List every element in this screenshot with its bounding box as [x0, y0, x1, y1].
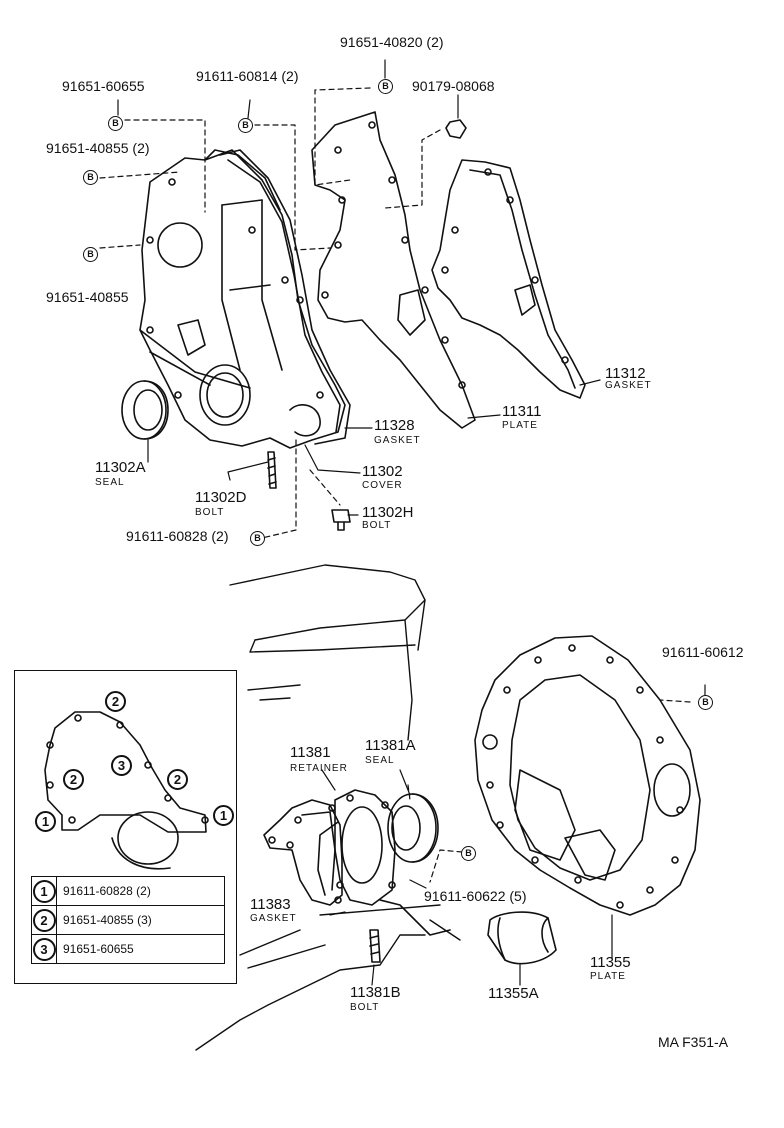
retainer-gasket [263, 799, 343, 906]
label-11381b: 11381B [350, 984, 401, 1001]
label-11311: 11311 [502, 403, 542, 420]
label-11311-name: PLATE [502, 420, 538, 431]
label-11381a: 11381A [365, 737, 416, 754]
legend-key: 2 [32, 908, 56, 932]
label-11302a: 11302A [95, 459, 146, 476]
label-91651-40855-2: 91651-40855 (2) [46, 140, 150, 156]
timing-cover [139, 149, 346, 449]
label-91611-60622: 91611-60622 (5) [424, 888, 527, 904]
bolt-symbol-icon: B [108, 116, 123, 131]
legend-part: 91611-60828 (2) [56, 876, 225, 906]
bolt-symbol-icon: B [238, 118, 253, 133]
label-91611-60814: 91611-60814 (2) [196, 68, 299, 84]
lower-guide-lines [407, 699, 691, 883]
cover-gasket [219, 149, 351, 445]
legend-row: 1 91611-60828 (2) [31, 876, 225, 906]
oil-seal [121, 380, 169, 440]
rear-end-plate [474, 635, 701, 916]
legend-key: 3 [32, 937, 56, 961]
label-11302h-name: BOLT [362, 520, 392, 531]
marker-2: 2 [105, 691, 126, 712]
bolt-11302h [331, 509, 351, 531]
figure-code: MA F351-A [658, 1034, 729, 1050]
legend-table: 1 91611-60828 (2) 2 91651-40855 (3) 3 91… [31, 876, 225, 964]
label-11383-name: GASKET [250, 913, 297, 924]
label-11302d: 11302D [195, 489, 247, 506]
label-91611-60828: 91611-60828 (2) [126, 528, 229, 544]
legend-key: 1 [32, 879, 56, 903]
bolt-symbol-icon: B [250, 531, 265, 546]
legend-row: 2 91651-40855 (3) [31, 905, 225, 935]
legend-part: 91651-40855 (3) [56, 905, 225, 935]
label-91651-40855: 91651-40855 [46, 289, 129, 305]
label-11355a: 11355A [488, 985, 539, 1002]
label-11312-name: GASKET [605, 380, 652, 391]
plate-gasket [431, 159, 586, 399]
upper-leader-lines [117, 59, 601, 516]
label-11383: 11383 [250, 896, 291, 913]
label-11355: 11355 [590, 954, 631, 971]
label-11302h: 11302H [362, 504, 414, 521]
bolt-11381b [369, 929, 381, 963]
label-11381b-name: BOLT [350, 1002, 380, 1013]
label-11328-name: GASKET [374, 435, 421, 446]
label-11302a-name: SEAL [95, 477, 125, 488]
label-11302-name: COVER [362, 480, 403, 491]
label-11381-name: RETAINER [290, 763, 348, 774]
label-11312: 11312 [605, 365, 646, 382]
label-11381a-name: SEAL [365, 755, 395, 766]
label-11302d-name: BOLT [195, 507, 225, 518]
upper-guide-lines [99, 87, 441, 539]
marker-3: 3 [111, 755, 132, 776]
bolt-symbol-icon: B [83, 247, 98, 262]
legend-cover-sketch [44, 711, 209, 870]
bolt-symbol-icon: B [698, 695, 713, 710]
label-11355-name: PLATE [590, 971, 626, 982]
label-11381: 11381 [290, 744, 331, 761]
label-91611-60612: 91611-60612 [662, 644, 744, 660]
cover-11355a [487, 911, 557, 965]
label-90179-08068: 90179-08068 [412, 78, 495, 94]
label-11302: 11302 [362, 463, 403, 480]
rear-seal-retainer [317, 789, 451, 936]
bolt-symbol-icon: B [378, 79, 393, 94]
lower-leader-lines [321, 684, 706, 986]
bolt-legend: 2 3 2 2 1 1 1 91611-60828 (2) 2 91651-40… [14, 670, 237, 984]
legend-part: 91651-60655 [56, 934, 225, 964]
nut-90179 [445, 119, 467, 139]
marker-1: 1 [213, 805, 234, 826]
front-plate [311, 111, 476, 429]
marker-1: 1 [35, 811, 56, 832]
label-91651-40820: 91651-40820 (2) [340, 34, 444, 50]
label-11328: 11328 [374, 417, 415, 434]
legend-row: 3 91651-60655 [31, 934, 225, 964]
bolt-symbol-icon: B [83, 170, 98, 185]
rear-oil-seal [387, 793, 439, 863]
label-91651-60655: 91651-60655 [62, 78, 145, 94]
marker-2: 2 [167, 769, 188, 790]
marker-2: 2 [63, 769, 84, 790]
bolt-11302d [267, 451, 277, 489]
bolt-symbol-icon: B [461, 846, 476, 861]
